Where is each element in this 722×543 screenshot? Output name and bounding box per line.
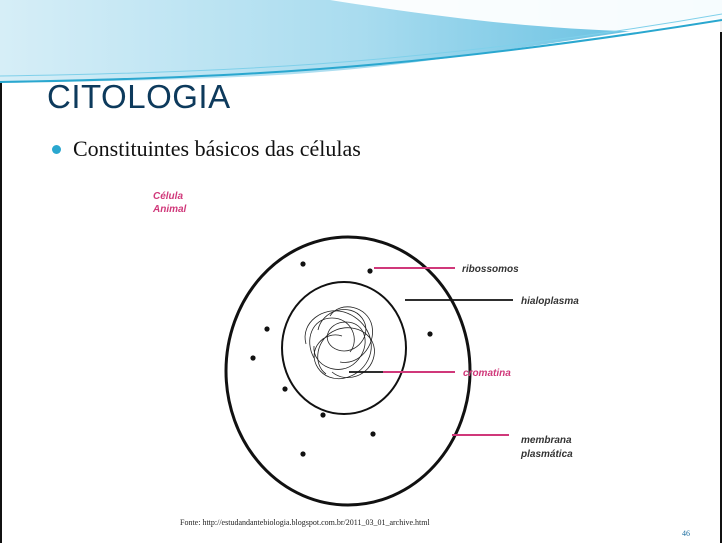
- source-caption: Fonte: http://estudandantebiologia.blogs…: [180, 518, 430, 527]
- chromatin: [304, 306, 375, 380]
- ribosome-dot: [367, 268, 373, 274]
- ribosome-dot: [427, 331, 433, 337]
- header-swoosh: [0, 0, 722, 83]
- ribosome-dot: [300, 451, 306, 457]
- cell-title-line2: Animal: [152, 204, 187, 215]
- slide-title: CITOLOGIA: [47, 78, 231, 115]
- label-hialoplasma: hialoplasma: [521, 296, 579, 307]
- nucleus: [281, 281, 407, 415]
- ribosome-dot: [320, 412, 326, 418]
- ribosome-dot: [300, 261, 306, 267]
- cell-title-line1: Célula: [153, 191, 183, 202]
- ribosome-dot: [282, 386, 288, 392]
- ribosome-dots: [250, 261, 433, 457]
- ribosome-dot: [370, 431, 376, 437]
- ribosome-dot: [250, 355, 256, 361]
- label-cromatina: cromatina: [463, 368, 511, 379]
- label-membrana-line1: membrana: [521, 435, 572, 446]
- bullet-text: Constituintes básicos das células: [73, 136, 361, 161]
- bullet-dot-icon: [52, 144, 61, 154]
- ribosome-dot: [264, 326, 270, 332]
- bullet-item: Constituintes básicos das células: [52, 136, 361, 162]
- label-ribossomos: ribossomos: [462, 264, 519, 275]
- page-number: 46: [682, 529, 690, 538]
- plasma-membrane: [224, 235, 472, 507]
- label-membrana-line2: plasmática: [520, 449, 573, 460]
